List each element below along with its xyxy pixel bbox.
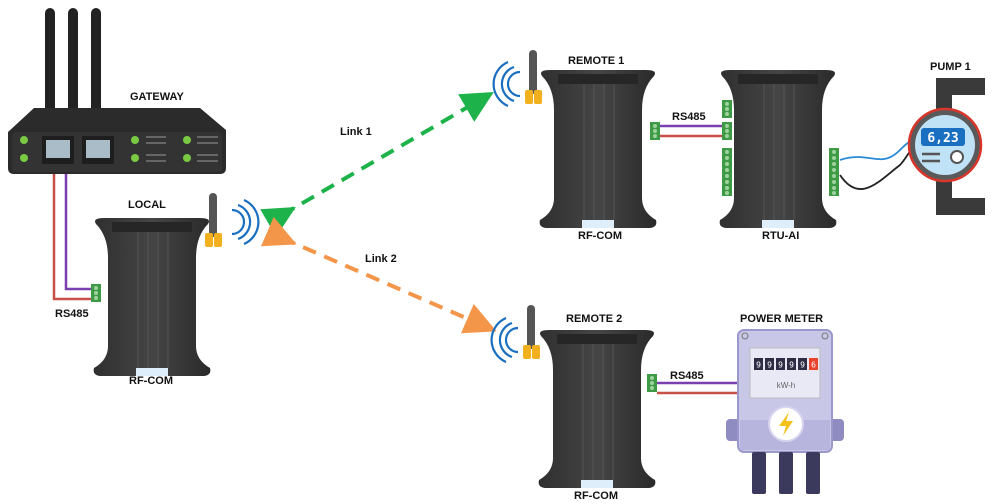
local-rs485-label: RS485 — [55, 308, 89, 320]
terminal-block — [650, 122, 660, 140]
meter-digit: 9 — [800, 361, 805, 370]
gateway-antenna — [91, 8, 101, 123]
remote-1-rf-com-device — [492, 50, 660, 229]
pump-device: 6,23 — [907, 78, 985, 215]
local-label: LOCAL — [128, 199, 166, 211]
rtu-ai-device — [719, 69, 839, 229]
ethernet-port — [46, 140, 70, 158]
wifi-waves-icon — [492, 60, 521, 108]
link-2-arrow — [260, 216, 497, 334]
remote-2-label: REMOTE 2 — [566, 313, 622, 325]
antenna-icon — [523, 305, 540, 359]
power-meter-label: POWER METER — [740, 313, 823, 325]
pump-display-value: 6,23 — [927, 131, 958, 146]
terminal-block — [647, 374, 657, 392]
wifi-waves-icon — [490, 316, 519, 364]
signal-wire — [839, 139, 916, 161]
remote-1-device-label: RF-COM — [578, 230, 622, 242]
terminal-block — [722, 100, 732, 118]
antenna-icon — [525, 50, 542, 104]
rtu-label: RTU-AI — [762, 230, 799, 242]
terminal-block — [722, 122, 732, 140]
meter-unit: kW-h — [777, 381, 796, 390]
link-1-label: Link 1 — [340, 126, 372, 138]
rs485-wire-b — [52, 174, 92, 301]
power-meter-device: 9 9 9 9 9 6 kW-h — [726, 329, 844, 494]
gateway-antenna — [68, 8, 78, 123]
rs485-wire-a — [64, 174, 92, 291]
meter-digit: 9 — [789, 361, 794, 370]
meter-digit: 9 — [756, 361, 761, 370]
gateway-device — [8, 8, 226, 174]
local-device-label: RF-COM — [129, 375, 173, 387]
meter-digit: 9 — [767, 361, 772, 370]
meter-digit: 6 — [811, 361, 816, 370]
meter-digit: 9 — [778, 361, 783, 370]
link-2-label: Link 2 — [365, 253, 397, 265]
terminal-block — [91, 284, 101, 302]
terminal-block — [829, 148, 839, 196]
remote-2-rs485-label: RS485 — [670, 370, 704, 382]
terminal-block — [722, 148, 732, 196]
remote-2-device-label: RF-COM — [574, 490, 618, 502]
gateway-label: GATEWAY — [130, 91, 184, 103]
remote-2-rf-com-device — [490, 305, 657, 489]
pump-label: PUMP 1 — [930, 61, 971, 73]
link-1-arrow — [260, 91, 494, 237]
remote-1-label: REMOTE 1 — [568, 55, 624, 67]
remote-1-rs485-label: RS485 — [672, 111, 706, 123]
lightning-icon — [779, 412, 793, 436]
gateway-antenna — [45, 8, 55, 123]
signal-wire — [839, 144, 916, 190]
meter-digits: 9 9 9 9 9 6 — [754, 358, 818, 370]
local-rf-com-device — [91, 193, 260, 377]
ethernet-port — [86, 140, 110, 158]
wifi-waves-icon — [231, 198, 260, 246]
